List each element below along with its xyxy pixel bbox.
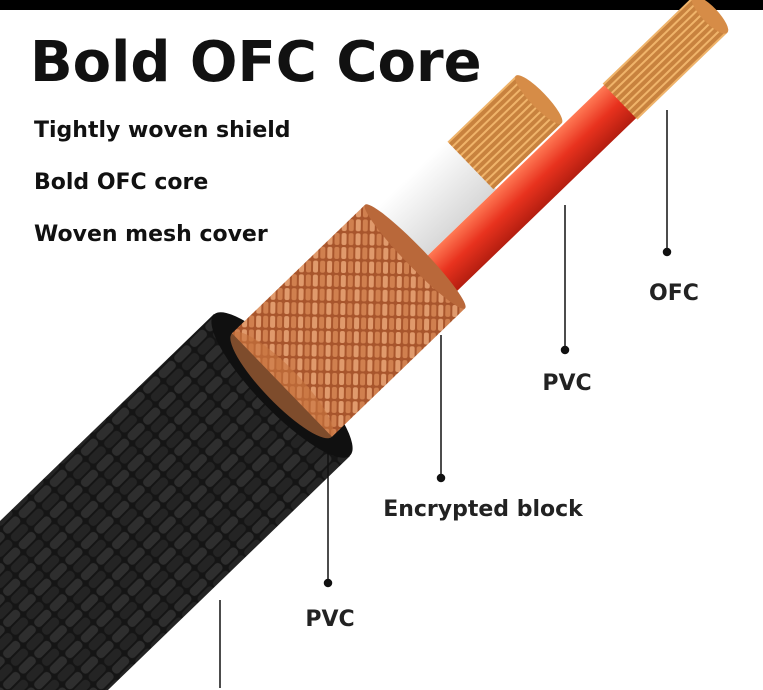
feature-item: Woven mesh cover [34,222,268,247]
copper-braid-shield [230,204,466,439]
label-pvc-inner: PVC [542,371,592,396]
feature-item: Tightly woven shield [34,118,291,143]
leader-dot [560,345,570,355]
label-pvc-outer: PVC [305,607,355,632]
feature-item: Bold OFC core [34,170,209,195]
leader-dot [436,473,446,483]
top-bar [0,0,763,10]
label-ofc: OFC [649,281,699,306]
page-title: Bold OFC Core [30,30,482,95]
outer-jacket [0,314,350,690]
leader-dot [662,247,672,257]
leader-dot [323,578,333,588]
label-encrypted-block: Encrypted block [383,497,583,522]
